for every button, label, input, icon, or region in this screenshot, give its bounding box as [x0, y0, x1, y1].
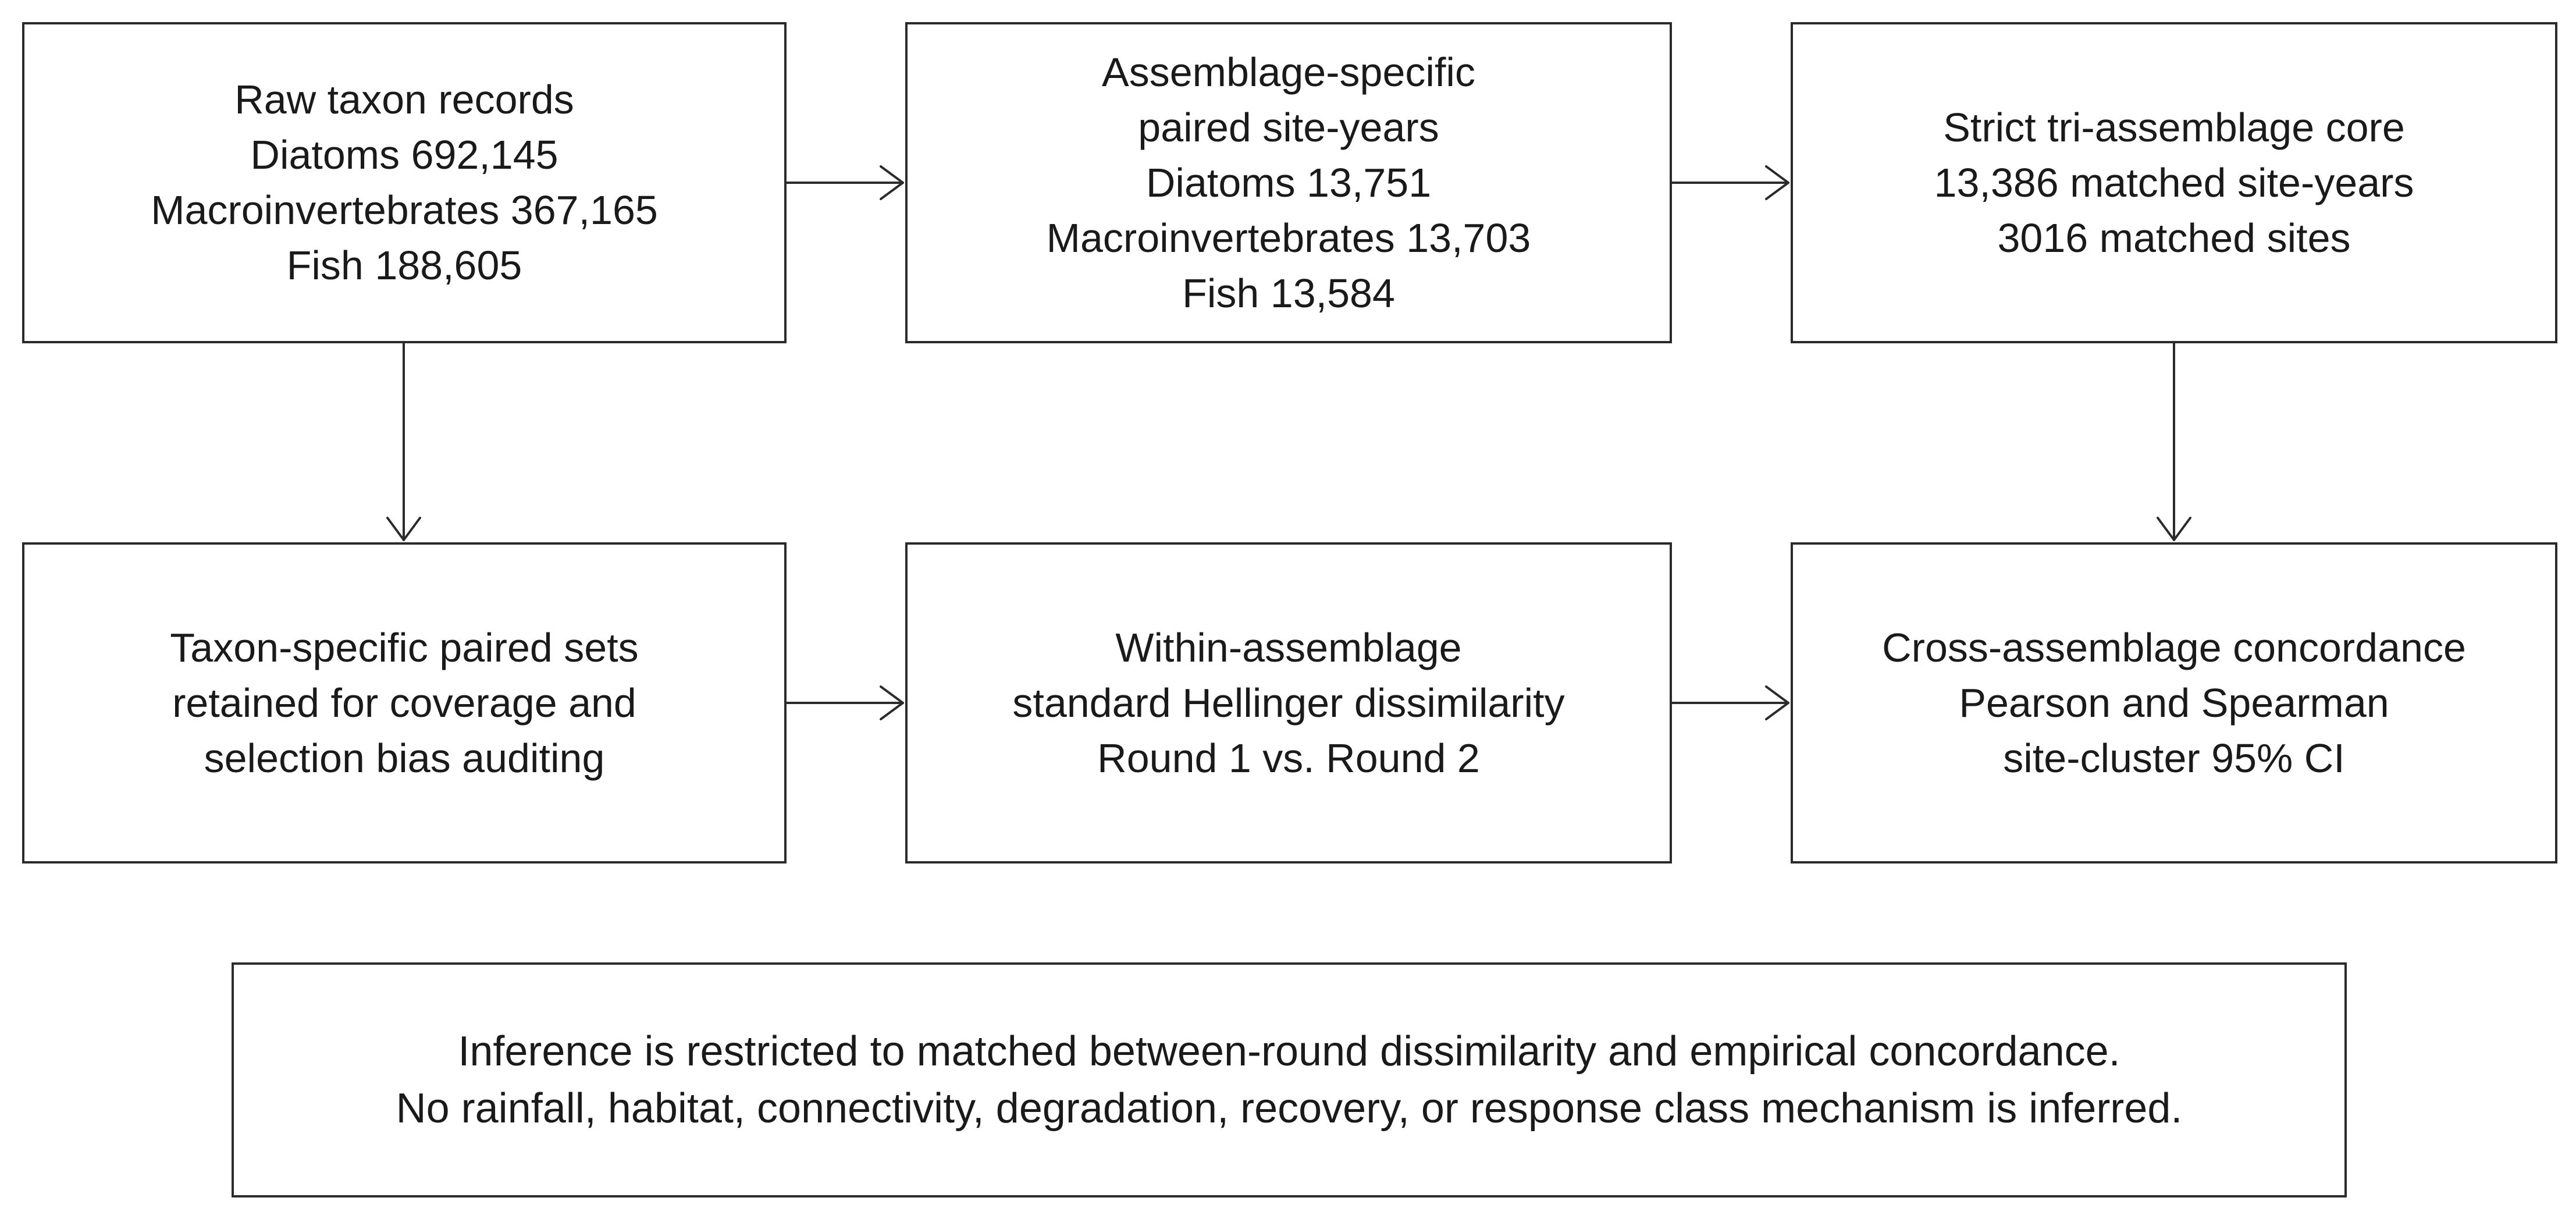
box-line: 3016 matched sites — [1997, 215, 2351, 261]
arrowhead-dissimilarity-to-concordance — [1765, 685, 1789, 720]
box-line: site-cluster 95% CI — [2003, 735, 2345, 781]
box-line: Taxon-specific paired sets — [170, 624, 639, 670]
within-assemblage-dissimilarity-box: Within-assemblage standard Hellinger dis… — [905, 542, 1672, 863]
box-line: Diatoms 13,751 — [1145, 159, 1432, 205]
raw-taxon-records-box: Raw taxon records Diatoms 692,145 Macroi… — [22, 22, 787, 343]
inference-note-box: Inference is restricted to matched betwe… — [232, 962, 2347, 1197]
arrowhead-core-to-concordance — [2157, 517, 2191, 541]
note-line: Inference is restricted to matched betwe… — [458, 1028, 2120, 1075]
box-line: selection bias auditing — [204, 735, 605, 781]
box-line: Cross-assemblage concordance — [1882, 624, 2466, 670]
box-line: Within-assemblage — [1115, 624, 1462, 670]
arrowhead-paired-to-core — [1765, 165, 1789, 200]
box-line: Raw taxon records — [234, 77, 574, 122]
box-line: Round 1 vs. Round 2 — [1097, 735, 1480, 781]
box-line: Strict tri-assemblage core — [1943, 104, 2405, 150]
box-line: Fish 188,605 — [286, 243, 522, 288]
box-line: Assemblage-specific — [1102, 49, 1475, 95]
taxon-specific-paired-sets-box: Taxon-specific paired sets retained for … — [22, 542, 787, 863]
arrowhead-raw-to-sets — [386, 517, 421, 541]
box-line: Macroinvertebrates 367,165 — [151, 187, 658, 233]
box-line: standard Hellinger dissimilarity — [1012, 680, 1565, 726]
box-line: Diatoms 692,145 — [250, 132, 558, 177]
box-line: paired site-years — [1138, 104, 1439, 150]
arrowhead-sets-to-dissimilarity — [880, 685, 904, 720]
box-line: Macroinvertebrates 13,703 — [1046, 215, 1531, 261]
box-line: Pearson and Spearman — [1959, 680, 2389, 726]
paired-site-years-box: Assemblage-specific paired site-years Di… — [905, 22, 1672, 343]
tri-assemblage-core-box: Strict tri-assemblage core 13,386 matche… — [1791, 22, 2557, 343]
box-line: Fish 13,584 — [1182, 270, 1395, 316]
cross-assemblage-concordance-box: Cross-assemblage concordance Pearson and… — [1791, 542, 2557, 863]
box-line: 13,386 matched site-years — [1934, 159, 2414, 205]
arrowhead-raw-to-paired — [880, 165, 904, 200]
note-line: No rainfall, habitat, connectivity, degr… — [396, 1085, 2183, 1132]
box-line: retained for coverage and — [172, 680, 636, 726]
